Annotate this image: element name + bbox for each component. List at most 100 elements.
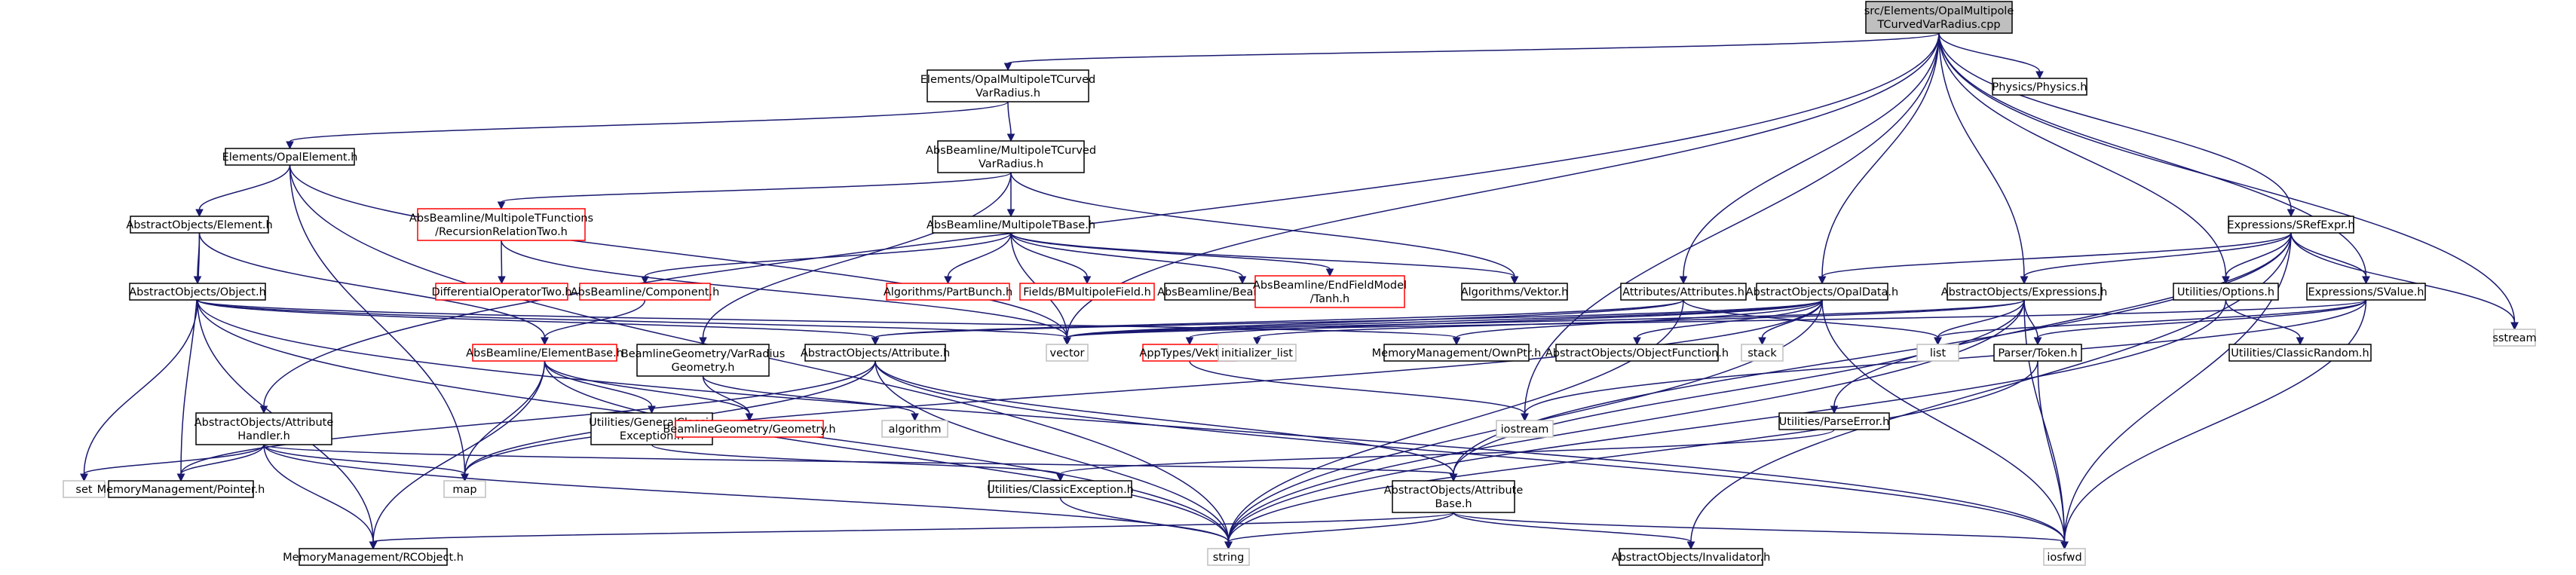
edge-line — [2037, 299, 2367, 338]
edge-object-to-attribute — [197, 299, 880, 346]
node-attributes[interactable]: Attributes/Attributes.h — [1620, 283, 1747, 301]
node-component[interactable]: AbsBeamline/Component.h — [571, 283, 720, 301]
node-object[interactable]: AbstractObjects/Object.h — [129, 283, 266, 301]
node-element[interactable]: AbstractObjects/Element.h — [126, 216, 273, 234]
edge-line — [289, 101, 1009, 142]
edge-mtbase-to-component — [641, 232, 1012, 285]
node-elembase[interactable]: AbsBeamline/ElementBase.h — [466, 344, 623, 362]
edge-options-to-string — [1224, 299, 2227, 550]
node-label-line: Geometry.h — [671, 362, 734, 374]
node-label-line: AbstractObjects/OpalData.h — [1746, 286, 1898, 298]
node-rcobject[interactable]: MemoryManagement/RCObject.h — [283, 548, 464, 566]
node-parseerror[interactable]: Utilities/ParseError.h — [1778, 412, 1890, 430]
node-classicrandom[interactable]: Utilities/ClassicRandom.h — [2228, 344, 2372, 362]
node-box — [435, 283, 568, 301]
node-svalue[interactable]: Expressions/SValue.h — [2306, 283, 2426, 301]
node-label-line: src/Elements/OpalMultipole — [1864, 5, 2014, 17]
node-box — [443, 480, 486, 498]
edge-srefexpr-to-iosfwd — [2060, 232, 2292, 550]
node-label-line: Elements/OpalElement.h — [222, 151, 358, 164]
node-box — [1620, 283, 1747, 301]
node-srefexpr[interactable]: Expressions/SRefExpr.h — [2227, 216, 2355, 234]
node-box — [636, 344, 770, 377]
node-physics[interactable]: Physics/Physics.h — [1992, 78, 2087, 96]
node-label-line: iosfwd — [2047, 552, 2081, 564]
node-pointer[interactable]: MemoryManagement/Pointer.h — [97, 480, 265, 498]
edge-line — [2063, 232, 2292, 543]
edge-line — [372, 360, 546, 543]
node-invalidator[interactable]: AbstractObjects/Invalidator.h — [1612, 548, 1771, 566]
edge-line — [1453, 512, 1692, 543]
node-attribute[interactable]: AbstractObjects/Attribute.h — [801, 344, 950, 362]
edge-line — [1010, 232, 1515, 277]
node-options[interactable]: Utilities/Options.h — [2173, 283, 2279, 301]
node-opalelem[interactable]: Elements/OpalElement.h — [222, 148, 358, 166]
edge-arrowhead — [2222, 276, 2230, 285]
node-label-line: AbsBeamline/Component.h — [571, 286, 720, 298]
edge-root-to-iostream — [1521, 32, 1940, 422]
edge-line — [1833, 232, 2292, 407]
node-mtbase[interactable]: AbsBeamline/MultipoleTBase.h — [927, 216, 1095, 234]
edge-line — [1453, 512, 2066, 543]
node-algvektor[interactable]: Algorithms/Vektor.h — [1461, 283, 1569, 301]
edge-arrowhead — [944, 276, 952, 285]
node-label-line: iostream — [1501, 424, 1549, 436]
edge-line — [2023, 232, 2292, 277]
node-partbunch[interactable]: Algorithms/PartBunch.h — [884, 283, 1012, 301]
node-root[interactable]: src/Elements/OpalMultipoleTCurvedVarRadi… — [1864, 1, 2014, 34]
node-box — [130, 216, 269, 234]
node-label-line: AbsBeamline/MultipoleTFunctions — [409, 213, 593, 225]
edge-line — [1066, 299, 1684, 338]
edge-attrhandler-to-set — [80, 444, 265, 482]
node-box — [1555, 344, 1719, 362]
node-stack: stack — [1741, 344, 1784, 362]
edge-line — [1059, 429, 1835, 475]
edge-attrbase-to-iosfwd — [1453, 512, 2069, 550]
node-box — [63, 480, 106, 498]
edge-svalue-to-vector — [1063, 299, 2367, 346]
edge-line — [1066, 299, 1823, 338]
edge-arrowhead — [2035, 71, 2044, 80]
edge-attrbase-to-invalidator — [1453, 512, 1695, 550]
node-opaldata[interactable]: AbstractObjects/OpalData.h — [1746, 283, 1898, 301]
edge-line — [702, 375, 750, 414]
node-diffop[interactable]: DifferentialOperatorTwo.h — [431, 283, 572, 301]
edge-line — [1524, 32, 1940, 414]
edge-line — [83, 299, 198, 475]
node-expressions[interactable]: AbstractObjects/Expressions.h — [1941, 283, 2108, 301]
node-recursion[interactable]: AbsBeamline/MultipoleTFunctions/Recursio… — [409, 208, 593, 241]
node-box — [1916, 344, 1959, 362]
node-label-line: VarRadius.h — [976, 87, 1040, 99]
node-classicexc[interactable]: Utilities/ClassicException.h — [987, 480, 1134, 498]
edge-arrowhead — [498, 276, 506, 285]
node-endfield[interactable]: AbsBeamline/EndFieldModel/Tanh.h — [1253, 275, 1407, 308]
edge-line — [1938, 32, 2516, 323]
edge-line — [1683, 299, 1939, 338]
edge-svalue-to-token — [2033, 299, 2367, 346]
edge-line — [289, 164, 466, 475]
edge-mtbase-to-algvektor — [1010, 232, 1519, 285]
node-label-line: /RecursionRelationTwo.h — [435, 226, 568, 238]
node-algorithm: algorithm — [881, 420, 948, 438]
node-box — [927, 69, 1089, 102]
node-label-line: Physics/Physics.h — [1992, 81, 2087, 93]
edge-arrowhead — [193, 276, 202, 285]
node-appvektor[interactable]: AppTypes/Vektor.h — [1139, 344, 1240, 362]
node-token[interactable]: Parser/Token.h — [1993, 344, 2082, 362]
edge-arrowhead — [641, 276, 649, 285]
node-bmfield[interactable]: Fields/BMultipoleField.h — [1019, 283, 1155, 301]
node-box — [1741, 344, 1784, 362]
edge-arrowhead — [1633, 337, 1641, 346]
node-geometry[interactable]: BeamlineGeometry/Geometry.h — [663, 420, 836, 438]
node-ownptr[interactable]: MemoryManagement/OwnPtr.h — [1372, 344, 1542, 362]
node-label-line: MemoryManagement/OwnPtr.h — [1372, 347, 1542, 359]
edge-line — [2063, 299, 2367, 543]
node-objfunc[interactable]: AbstractObjects/ObjectFunction.h — [1545, 344, 1729, 362]
node-box — [1865, 1, 2013, 34]
node-box — [108, 480, 254, 498]
